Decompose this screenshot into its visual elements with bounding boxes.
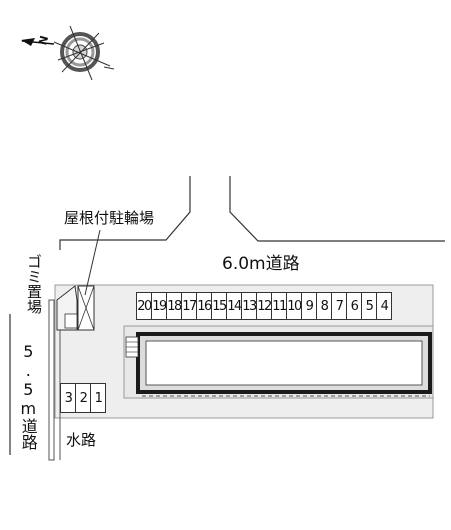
parking-space-20: 20 — [136, 292, 152, 320]
waterway — [48, 299, 55, 461]
waterway-label: 水路 — [66, 431, 97, 449]
parking-space-8: 8 — [316, 292, 332, 320]
parking-space-2: 2 — [75, 383, 91, 413]
parking-space-3: 3 — [60, 383, 76, 413]
building-inner — [145, 340, 423, 386]
garbage-box — [64, 313, 78, 329]
parking-space-1: 1 — [90, 383, 106, 413]
parking-space-6: 6 — [346, 292, 362, 320]
parking-space-14: 14 — [226, 292, 242, 320]
garbage-label: ゴミ置場 — [25, 254, 43, 314]
road-left-label: 5.5m道路 — [18, 342, 38, 450]
parking-space-13: 13 — [241, 292, 257, 320]
road-edge-right — [229, 176, 445, 242]
parking-space-9: 9 — [301, 292, 317, 320]
parking-space-19: 19 — [151, 292, 167, 320]
bicycle-parking-leader — [84, 229, 101, 296]
parking-space-5: 5 — [361, 292, 377, 320]
parking-space-10: 10 — [286, 292, 302, 320]
shelter-cross-b — [77, 285, 95, 331]
parking-space-7: 7 — [331, 292, 347, 320]
parking-space-17: 17 — [181, 292, 197, 320]
compass-rose-icon — [21, 25, 115, 81]
parking-space-4: 4 — [376, 292, 392, 320]
parking-space-16: 16 — [196, 292, 212, 320]
bicycle-parking-label: 屋根付駐輪場 — [64, 209, 155, 227]
parking-space-12: 12 — [256, 292, 272, 320]
parking-space-11: 11 — [271, 292, 287, 320]
road-edge-left — [59, 176, 191, 250]
parking-space-15: 15 — [211, 292, 227, 320]
road-top-label: 6.0m道路 — [222, 254, 300, 274]
parking-space-18: 18 — [166, 292, 182, 320]
compass-north-letter: N — [36, 34, 51, 46]
